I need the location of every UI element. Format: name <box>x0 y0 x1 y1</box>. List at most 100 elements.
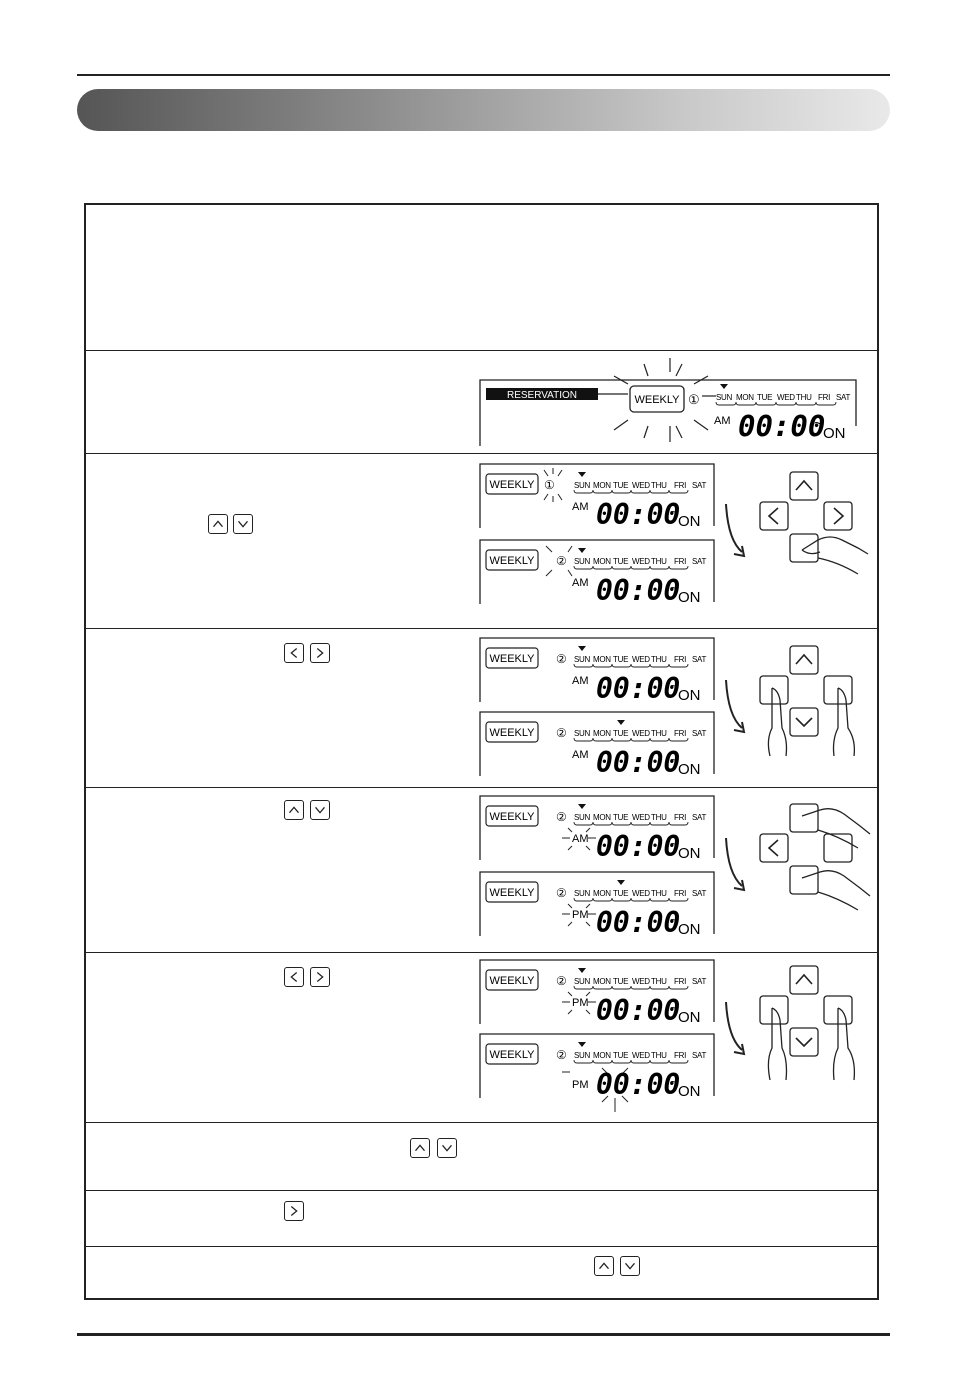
on-label: ON <box>678 1009 701 1026</box>
day-tue: TUE <box>613 977 628 986</box>
weekly-button-label: WEEKLY <box>489 811 535 823</box>
day-sat: SAT <box>836 393 850 402</box>
pm-indicator: PM <box>572 997 589 1009</box>
remote-keys-up-down-pressed <box>759 803 871 911</box>
day-tue: TUE <box>613 655 628 664</box>
lcd-panel-hour-blink: WEEKLY ② SUN MON TUE WED THU FRI SAT PM … <box>479 1033 715 1112</box>
schedule-number: ② <box>556 886 567 900</box>
day-wed: WED <box>632 1051 650 1060</box>
weekly-button-label: WEEKLY <box>489 975 535 987</box>
on-label: ON <box>678 1083 701 1100</box>
schedule-number: ① <box>688 392 700 407</box>
up-arrow-key-icon <box>594 1256 614 1276</box>
schedule-number: ② <box>556 726 567 740</box>
down-arrow-key-icon <box>310 800 330 820</box>
reservation-label: RESERVATION <box>507 390 577 401</box>
day-fri: FRI <box>674 813 686 822</box>
day-sat: SAT <box>692 481 706 490</box>
lcd-panel-pm-blink: WEEKLY ② SUN MON TUE WED THU FRI SAT PM … <box>479 959 715 1026</box>
day-tue: TUE <box>613 1051 628 1060</box>
top-rule <box>77 74 890 76</box>
on-label: ON <box>678 513 701 530</box>
day-thu: THU <box>651 557 667 566</box>
day-sat: SAT <box>692 729 706 738</box>
day-thu: THU <box>651 729 667 738</box>
schedule-number: ② <box>556 810 567 824</box>
tilde: ~ <box>670 504 678 519</box>
day-sun: SUN <box>574 557 591 566</box>
left-arrow-icon <box>767 507 779 525</box>
down-arrow-key-icon <box>233 514 253 534</box>
am-indicator: AM <box>572 577 589 589</box>
day-mon: MON <box>736 393 754 402</box>
day-sun: SUN <box>574 813 591 822</box>
curved-arrow-icon <box>725 1001 746 1056</box>
row-divider <box>84 1190 879 1191</box>
day-fri: FRI <box>674 1051 686 1060</box>
day-tue: TUE <box>613 557 628 566</box>
curved-arrow-icon <box>725 503 746 558</box>
day-mon: MON <box>593 977 611 986</box>
day-fri: FRI <box>674 557 686 566</box>
on-label: ON <box>678 761 701 778</box>
day-thu: THU <box>651 889 667 898</box>
weekly-button-label: WEEKLY <box>489 653 535 665</box>
weekly-button-label: WEEKLY <box>489 727 535 739</box>
tilde: ~ <box>670 912 678 927</box>
schedule-number: ② <box>556 1048 567 1062</box>
schedule-number: ② <box>556 652 567 666</box>
time-display: 00:00 <box>596 498 680 530</box>
lcd-panel-day-tue: WEEKLY ② SUN MON TUE WED THU FRI SAT AM … <box>479 711 715 778</box>
day-mon: MON <box>593 481 611 490</box>
day-wed: WED <box>777 393 795 402</box>
time-display: 00:00 <box>738 409 825 443</box>
time-display: 00:00 <box>596 994 680 1026</box>
day-sat: SAT <box>692 889 706 898</box>
day-mon: MON <box>593 655 611 664</box>
right-arrow-key-icon <box>310 643 330 663</box>
up-arrow-icon <box>795 479 813 491</box>
day-fri: FRI <box>674 889 686 898</box>
day-fri: FRI <box>674 977 686 986</box>
pressing-hand-icon <box>801 870 871 911</box>
day-sun: SUN <box>574 655 591 664</box>
pm-indicator: PM <box>572 1079 589 1091</box>
day-fri: FRI <box>674 481 686 490</box>
day-sat: SAT <box>692 1051 706 1060</box>
on-label: ON <box>678 921 701 938</box>
day-tue: TUE <box>613 729 628 738</box>
day-sun: SUN <box>716 393 733 402</box>
lcd-panel-schedule-2: WEEKLY ② SUN MON TUE WED THU FRI SAT AM … <box>479 539 715 606</box>
pressing-hand-icon <box>767 1007 788 1081</box>
up-arrow-key-icon <box>410 1138 430 1158</box>
remote-keys-left-right-pressed <box>759 645 856 757</box>
instructions-table <box>84 203 879 1300</box>
on-label: ON <box>823 425 846 442</box>
weekly-button-label: WEEKLY <box>634 394 680 406</box>
day-sun: SUN <box>574 977 591 986</box>
left-arrow-key-icon <box>284 967 304 987</box>
schedule-number: ② <box>556 554 567 568</box>
time-display: 00:00 <box>596 746 680 778</box>
pressing-hand-icon <box>767 687 788 757</box>
pressing-hand-icon <box>801 808 871 849</box>
day-sun: SUN <box>574 1051 591 1060</box>
am-indicator: AM <box>714 415 731 427</box>
day-wed: WED <box>632 729 650 738</box>
day-mon: MON <box>593 813 611 822</box>
day-mon: MON <box>593 557 611 566</box>
up-arrow-key-icon <box>284 800 304 820</box>
am-indicator: AM <box>572 675 589 687</box>
weekly-button-label: WEEKLY <box>489 887 535 899</box>
tilde: ~ <box>670 580 678 595</box>
day-thu: THU <box>651 813 667 822</box>
day-tue: TUE <box>613 889 628 898</box>
left-arrow-key-icon <box>284 643 304 663</box>
weekly-button-label: WEEKLY <box>489 555 535 567</box>
tilde: ~ <box>670 1000 678 1015</box>
section-title-bar <box>77 89 890 131</box>
day-wed: WED <box>632 557 650 566</box>
row-divider <box>84 350 879 351</box>
day-wed: WED <box>632 655 650 664</box>
schedule-number: ① <box>544 478 555 492</box>
